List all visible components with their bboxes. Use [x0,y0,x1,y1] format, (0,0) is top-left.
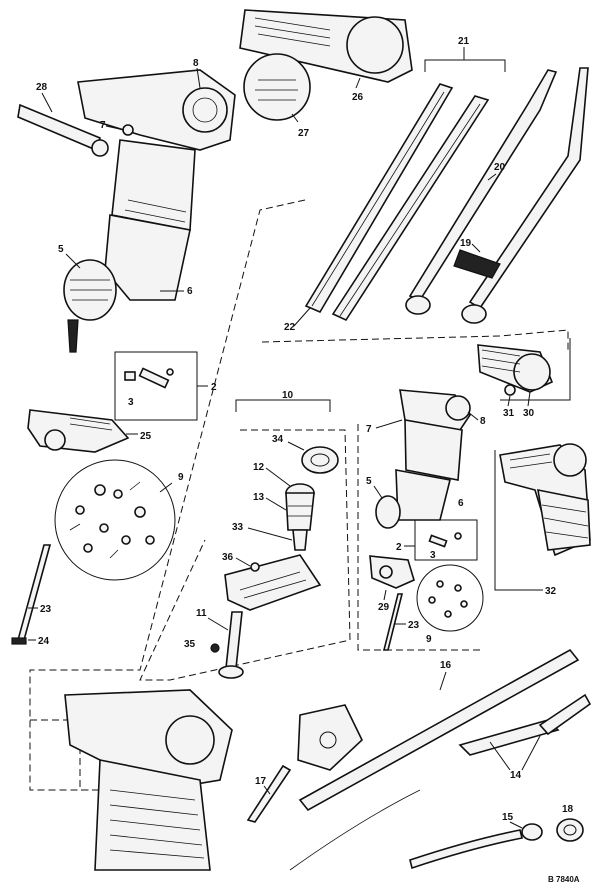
fixings-circle-right [416,564,484,632]
bracket-21 [424,59,506,72]
callout-30: 30 [523,408,535,419]
callout-20: 20 [494,162,506,173]
callout-23-right: 23 [408,620,420,631]
callout-6: 6 [187,286,193,297]
dashed-box-right [357,424,480,651]
callout-27: 27 [298,128,310,139]
callout-6-right: 6 [458,498,464,509]
callout-29: 29 [378,602,390,613]
rack-cable [289,789,421,871]
callout-18: 18 [562,804,574,815]
callout-3-right: 3 [430,550,436,561]
callout-16: 16 [440,660,452,671]
callout-36: 36 [222,552,234,563]
callout-5-right: 5 [366,476,372,487]
callout-26: 26 [352,92,364,103]
bracket-right [500,338,571,401]
callout-8-right: 8 [480,416,486,427]
callout-9-right: 9 [426,634,432,645]
long-bolt-23 [16,544,52,641]
callout-9-left: 9 [178,472,184,483]
callout-10: 10 [282,390,294,401]
mounting-bracket-25 [27,409,130,453]
callout-31: 31 [503,408,515,419]
callout-13: 13 [253,492,265,503]
tube-15 [409,829,523,870]
tube-17 [246,764,292,823]
dashed-guide-bottom [30,719,110,791]
wiper-blades-22 [304,83,490,322]
callout-5: 5 [58,244,64,255]
bolt-23-right [382,593,404,651]
motor-cover-26 [239,9,413,83]
callout-22: 22 [284,322,296,333]
bracket-29 [369,555,415,589]
screw-35 [210,643,220,653]
callout-7-right: 7 [366,424,372,435]
callout-14: 14 [510,770,522,781]
callout-23-left: 23 [40,604,52,615]
kit-box-right [414,519,478,561]
callout-7: 7 [100,120,106,131]
gear-cover-27 [243,53,311,121]
callout-19: 19 [460,238,472,249]
spindle-nut-34 [301,446,339,474]
callout-17: 17 [255,776,267,787]
spindle-housing-12-13 [285,483,315,551]
fixings-left [69,481,155,559]
wheelbox-plate [224,554,322,611]
wiper-motor-bottom-left [64,689,233,871]
callout-8: 8 [193,58,199,69]
drive-rack-16 [297,648,580,812]
callout-2-left: 2 [211,382,217,393]
callout-21: 21 [458,36,470,47]
dashed-guide-left [29,199,306,791]
dashed-guide-top [261,329,569,350]
callout-24: 24 [38,636,50,647]
dashed-box-center [139,429,351,681]
callout-28: 28 [36,82,48,93]
wiper-motor-32 [499,443,591,557]
callout-32: 32 [545,586,557,597]
wiper-motor-assembly-left [17,69,236,353]
callout-35: 35 [184,639,196,650]
callout-25: 25 [140,431,152,442]
callout-15: 15 [502,812,514,823]
reference-code: B 7840A [548,875,580,884]
bracket-10 [235,399,331,412]
fixings-circle-left [54,459,176,581]
wiper-motor-assembly-right [375,389,471,529]
callout-12: 12 [253,462,265,473]
nut-24 [11,637,27,645]
wiper-arms-19-20 [405,67,589,324]
spindle-11 [218,611,244,679]
kit-box-left [114,351,198,421]
callout-34: 34 [272,434,284,445]
callout-2-right: 2 [396,542,402,553]
brush-kit-left [124,367,174,389]
callout-33: 33 [232,522,244,533]
brush-kit-right [428,532,462,548]
cable-14 [458,719,560,756]
callout-3-left: 3 [128,397,134,408]
motor-cover-30-31 [477,344,554,396]
bracket-32 [494,450,510,591]
callout-11: 11 [196,608,207,619]
fixings-right [428,580,468,618]
nut-18 [556,818,584,842]
